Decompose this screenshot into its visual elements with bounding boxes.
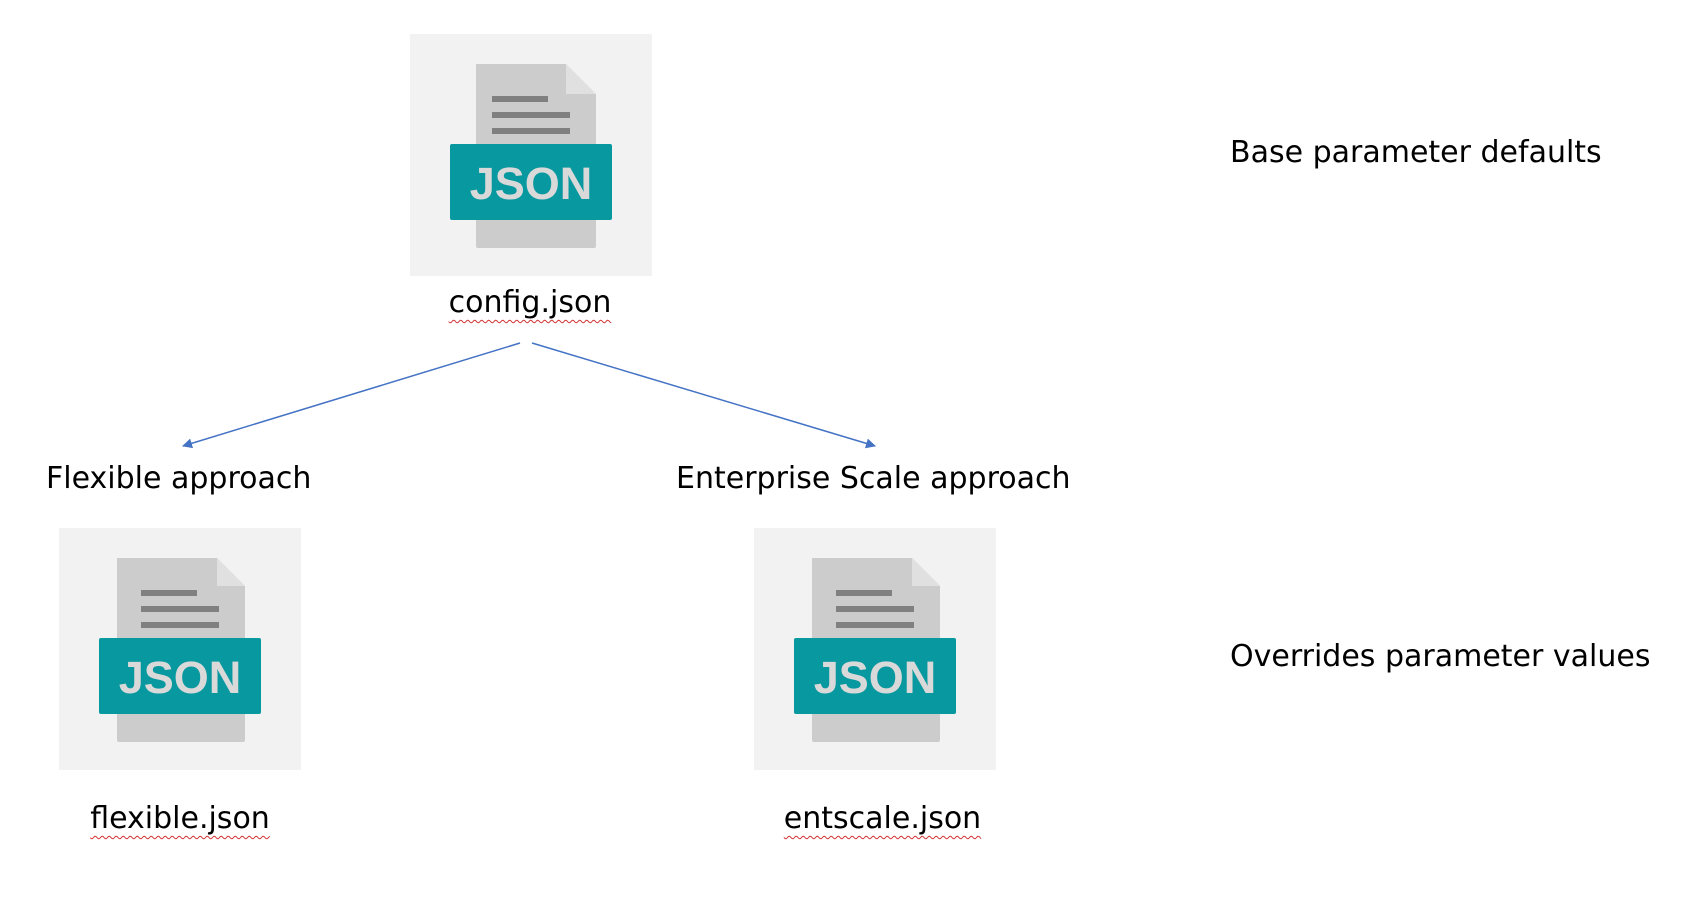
config-json-tile: JSON bbox=[410, 34, 652, 276]
enterprise-scale-approach-label: Enterprise Scale approach bbox=[676, 461, 1071, 496]
arrow-to-entscale bbox=[531, 342, 876, 449]
json-badge-label: JSON bbox=[814, 652, 937, 703]
json-badge-label: JSON bbox=[119, 652, 242, 703]
flexible-approach-label: Flexible approach bbox=[46, 461, 312, 496]
json-file-icon: JSON bbox=[794, 558, 956, 742]
flexible-json-filename: flexible.json bbox=[90, 801, 270, 836]
overrides-parameter-values-label: Overrides parameter values bbox=[1230, 639, 1651, 674]
json-file-icon: JSON bbox=[450, 64, 612, 248]
json-file-icon: JSON bbox=[99, 558, 261, 742]
json-badge-label: JSON bbox=[470, 158, 593, 209]
base-parameter-defaults-label: Base parameter defaults bbox=[1230, 135, 1602, 170]
entscale-json-filename: entscale.json bbox=[783, 801, 982, 836]
config-json-filename: config.json bbox=[448, 285, 612, 320]
arrow-to-flexible bbox=[182, 342, 521, 449]
flexible-json-tile: JSON bbox=[59, 528, 301, 770]
entscale-json-tile: JSON bbox=[754, 528, 996, 770]
